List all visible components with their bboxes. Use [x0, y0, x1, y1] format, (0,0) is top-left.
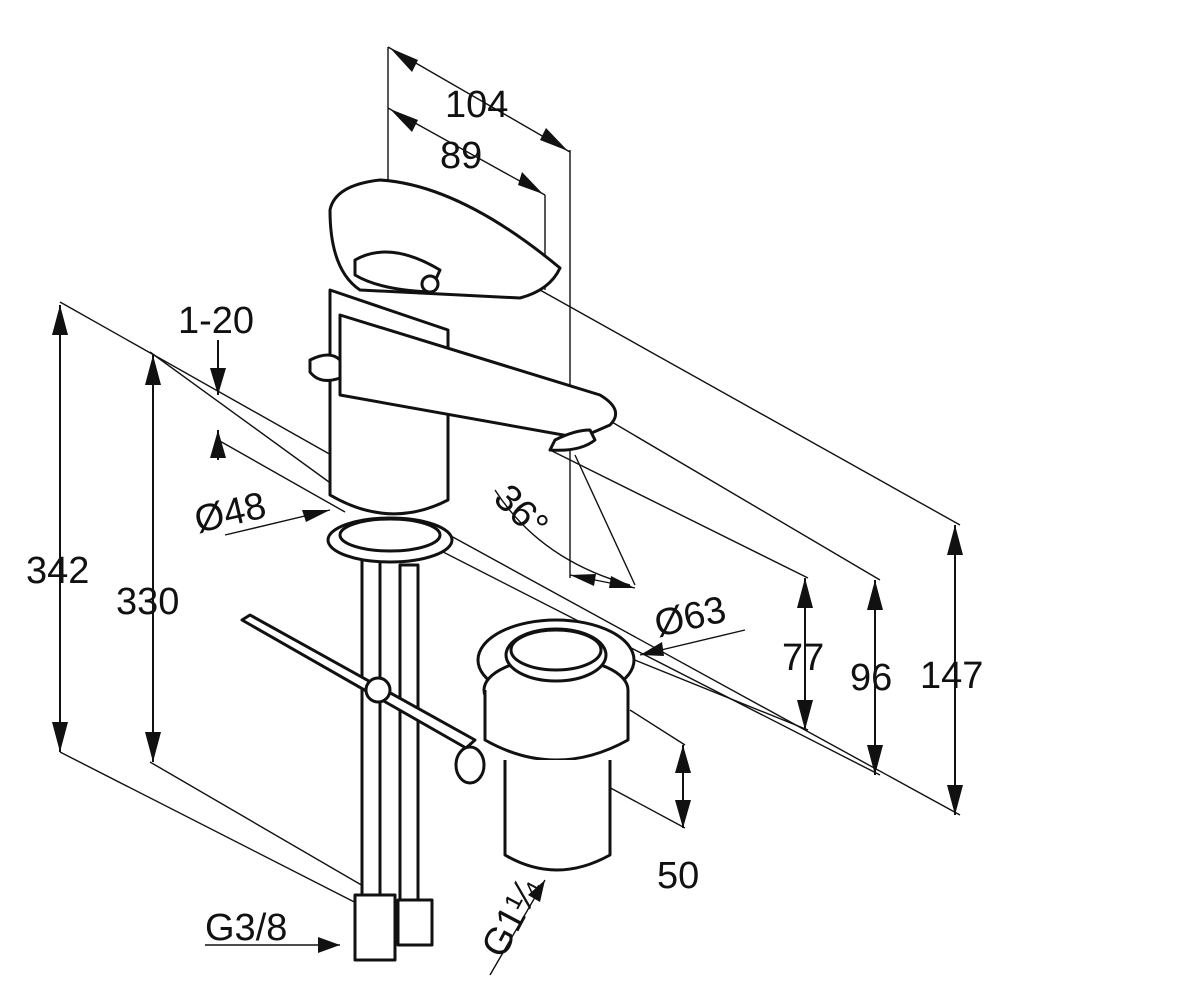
dim-diameter-48: Ø48: [191, 485, 270, 542]
dim-angle-36: 36°: [486, 477, 556, 547]
thread-g1-1-4: G1¼: [474, 871, 550, 965]
arrowheads: [52, 48, 963, 953]
dim-1-20: 1-20: [178, 300, 254, 342]
dim-147: 147: [920, 655, 983, 697]
dim-50: 50: [657, 855, 699, 897]
extension-lines: [59, 46, 961, 976]
dim-104: 104: [445, 84, 508, 126]
dim-342: 342: [26, 550, 89, 592]
dim-330: 330: [116, 581, 179, 623]
thread-g3-8: G3/8: [205, 907, 287, 949]
dim-diameter-63: Ø63: [651, 589, 730, 646]
dim-89: 89: [440, 135, 482, 177]
faucet-body: [240, 178, 636, 962]
dim-96: 96: [850, 657, 892, 699]
dim-77: 77: [782, 637, 824, 679]
